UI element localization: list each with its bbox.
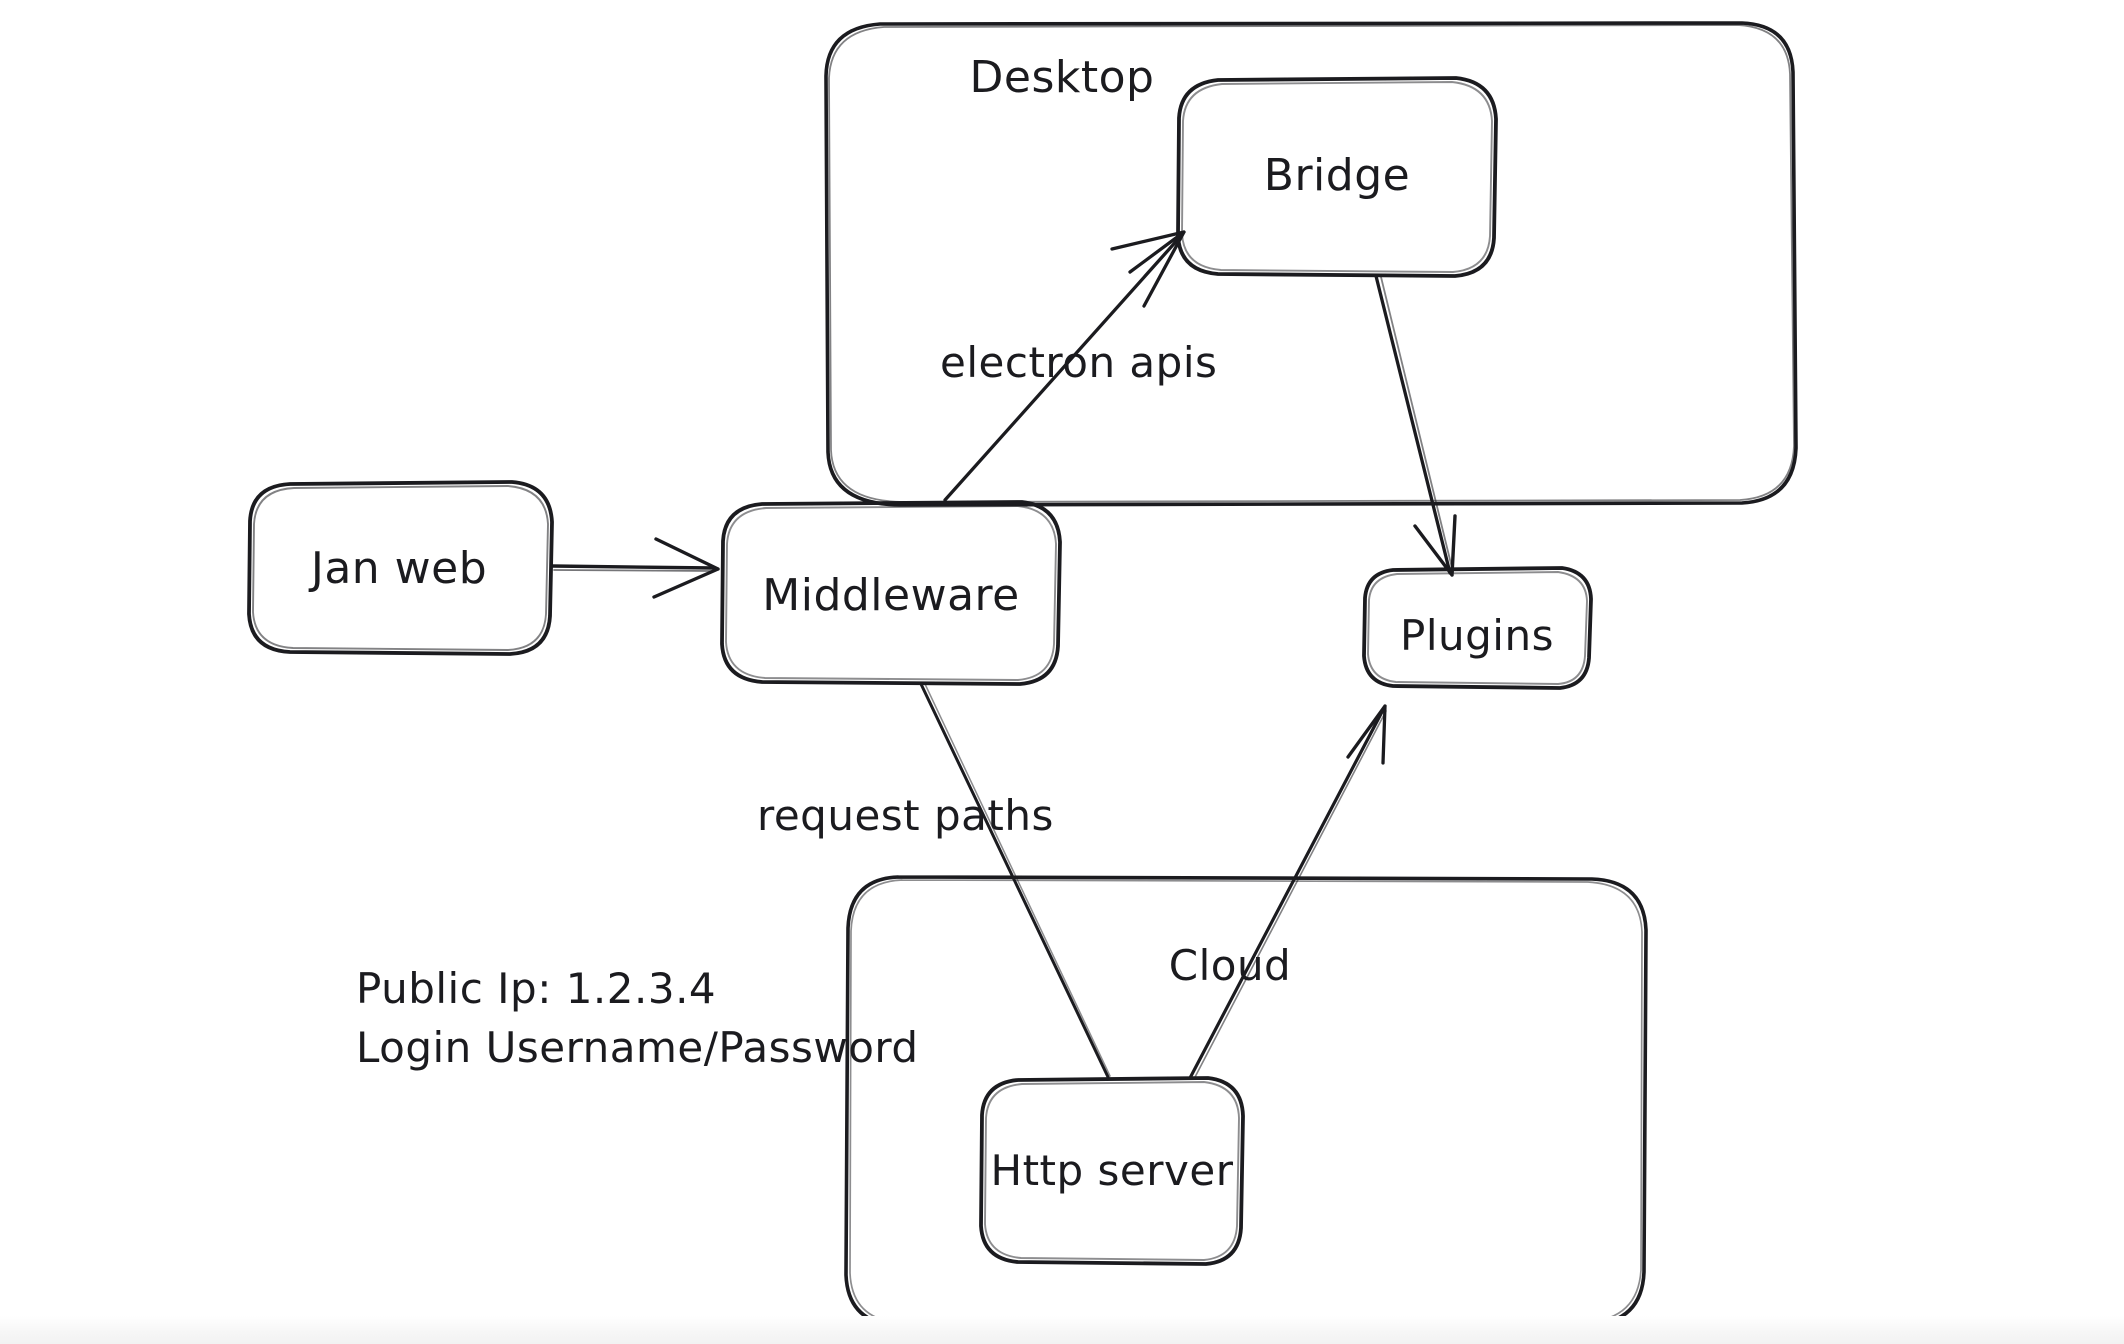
edge-line (943, 235, 1182, 502)
edge-line (1188, 708, 1385, 1080)
notes-group: Public Ip: 1.2.3.4 Login Username/Passwo… (356, 964, 919, 1072)
edge-bridge-to-plugins[interactable] (1374, 274, 1457, 577)
node-middleware-outline-pass2 (725, 505, 1057, 681)
edge-middleware-to-bridge[interactable]: electron apis (940, 230, 1217, 502)
container-desktop-label: Desktop (970, 52, 1155, 103)
node-jan-web-outline-pass2 (252, 485, 549, 651)
node-http-server-outline (979, 1076, 1245, 1266)
edge-line-pass2 (553, 569, 713, 572)
container-cloud-label: Cloud (1169, 941, 1291, 990)
node-middleware-outline (720, 500, 1062, 686)
note-public-ip: Public Ip: 1.2.3.4 (356, 964, 716, 1013)
arrowhead (652, 537, 720, 599)
arrowhead (1413, 514, 1457, 577)
edge-line (919, 682, 1110, 1079)
node-plugins[interactable]: Plugins (1362, 566, 1593, 690)
container-desktop[interactable]: Desktop (824, 21, 1798, 507)
node-plugins-label: Plugins (1400, 611, 1554, 660)
node-jan-web[interactable]: Jan web (247, 480, 554, 656)
node-bridge[interactable]: Bridge (1176, 76, 1498, 278)
edge-http-server-to-plugins[interactable] (1188, 704, 1387, 1080)
arrowhead (1346, 704, 1387, 765)
edge-line-pass2 (1193, 710, 1387, 1080)
edge-line-pass2 (924, 683, 1111, 1077)
node-http-server-outline-pass2 (984, 1081, 1240, 1261)
edge-label-electron-apis: electron apis (940, 338, 1217, 387)
node-http-server[interactable]: Http server (979, 1076, 1245, 1266)
node-http-server-label: Http server (991, 1146, 1234, 1195)
container-cloud[interactable]: Cloud (844, 875, 1648, 1328)
edge-label-request-paths: request paths (757, 791, 1054, 840)
node-jan-web-outline (247, 480, 554, 656)
node-plugins-outline-pass2 (1367, 571, 1588, 685)
edge-middleware-to-http-server[interactable]: request paths (757, 682, 1111, 1079)
container-desktop-outline (824, 21, 1798, 507)
container-desktop-outline-pass2 (828, 24, 1795, 503)
node-plugins-outline (1362, 566, 1593, 690)
edge-line (1374, 274, 1452, 575)
node-bridge-outline-pass2 (1181, 81, 1493, 273)
node-bridge-label: Bridge (1264, 150, 1410, 201)
note-login-credentials: Login Username/Password (356, 1023, 919, 1072)
edge-jan-web-to-middleware[interactable] (550, 537, 720, 599)
edge-line (550, 564, 716, 570)
node-bridge-outline (1176, 76, 1498, 278)
edge-line-pass2 (1380, 276, 1454, 573)
node-middleware[interactable]: Middleware (720, 500, 1062, 686)
node-jan-web-label: Jan web (308, 543, 487, 594)
node-middleware-label: Middleware (762, 570, 1019, 621)
